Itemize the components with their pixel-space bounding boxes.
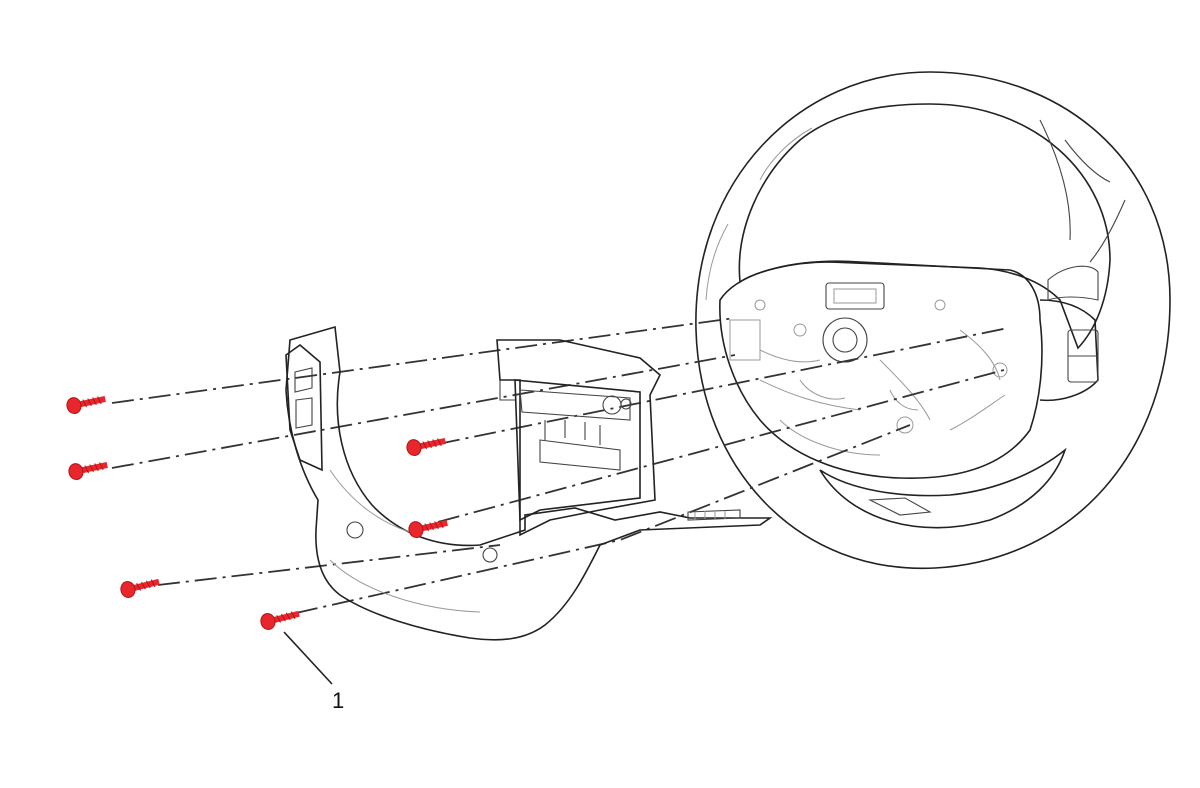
lower-trim-cover xyxy=(285,325,773,641)
alignment-lines xyxy=(111,317,1009,614)
screw-icon xyxy=(66,395,106,415)
screw-icon xyxy=(68,461,108,481)
steering-wheel xyxy=(695,71,1171,570)
screw-icon xyxy=(408,519,448,539)
screws xyxy=(66,395,448,630)
callout-number: 1 xyxy=(332,688,345,713)
screw-icon xyxy=(120,578,160,598)
screw-icon xyxy=(406,437,446,457)
callout-leader-line xyxy=(283,631,333,685)
screw-icon xyxy=(260,610,300,630)
